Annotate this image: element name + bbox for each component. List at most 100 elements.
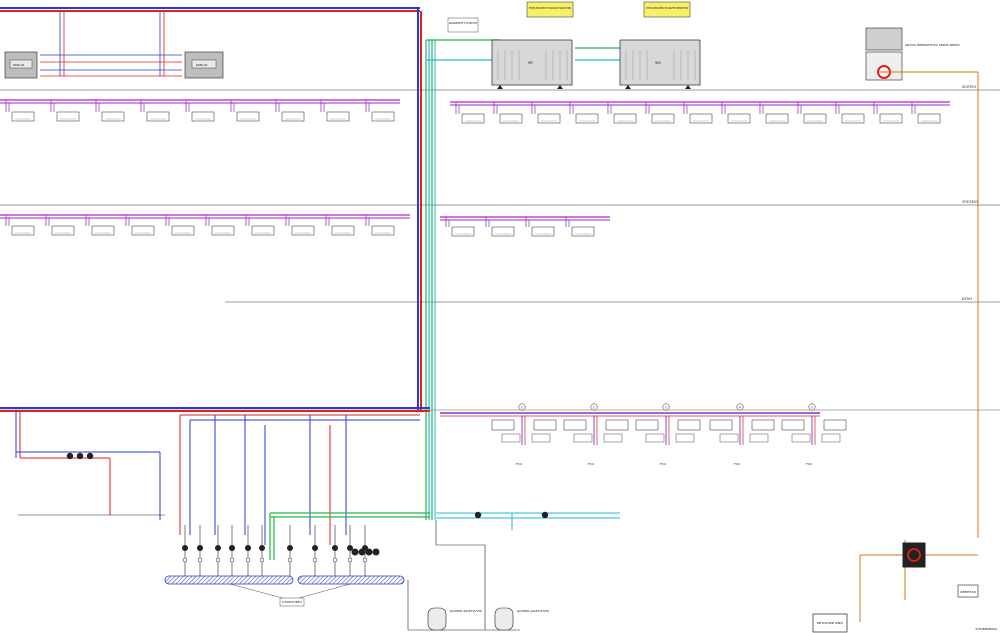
top-header-pipes bbox=[0, 7, 422, 412]
refrigerant-branches-basement bbox=[0, 214, 610, 237]
valve-10 bbox=[362, 557, 368, 563]
bs-left-indoor-unit-3 bbox=[131, 225, 155, 236]
branch-marker-1 bbox=[518, 403, 526, 411]
bs-left-indoor-unit-4 bbox=[171, 225, 195, 236]
chiller-risers bbox=[425, 39, 620, 520]
fcu-box-b-1 bbox=[605, 419, 629, 431]
boiler-label: ΜΠΟΙΛΕΡ ΖΝΧ bbox=[817, 621, 843, 625]
gf-right-indoor-unit-0 bbox=[461, 113, 485, 124]
valve-7 bbox=[312, 557, 318, 563]
ahu-connection-pipes bbox=[40, 12, 182, 77]
gf-right-indoor-unit-1 bbox=[499, 113, 523, 124]
gf-right-indoor-unit-3 bbox=[575, 113, 599, 124]
fcu-box-b-2 bbox=[677, 419, 701, 431]
pump-8 bbox=[332, 545, 338, 551]
chiller-unit-1-code: ΨΥ bbox=[528, 61, 534, 65]
gf-left-indoor-unit-6 bbox=[281, 111, 305, 122]
pump-2 bbox=[215, 545, 221, 551]
pump-7 bbox=[312, 545, 318, 551]
gf-left-indoor-unit-2 bbox=[101, 111, 125, 122]
gf-right-indoor-unit-12 bbox=[917, 113, 941, 124]
branch-marker-1-text: 1 bbox=[521, 406, 523, 410]
branch-marker-3 bbox=[662, 403, 670, 411]
bs-left-indoor-unit-8 bbox=[331, 225, 355, 236]
mech-pump-2 bbox=[86, 452, 94, 460]
heat-pump-label: ΑΝΤΛΙΑ ΘΕΡΜΟΤΗΤΑΣ ΑΕΡΟΣ-ΝΕΡΟΥ bbox=[905, 43, 960, 47]
pump-9 bbox=[347, 545, 353, 551]
fcu-box-b-4 bbox=[823, 419, 847, 431]
pump-6 bbox=[287, 545, 293, 551]
valve-0 bbox=[182, 557, 188, 563]
tank-1-label: ΔΟΧΕΙΟ ΔΙΑΣΤΟΛΗΣ bbox=[450, 609, 482, 613]
chiller-note-1-text: ΨΥΚΤΗΣ ΑΕΡΟΣ-ΝΕΡΟΥ ΜΕ ΠΑΡΑΛΛΗΛΗ ΠΑΡΑΓΩΓΗ… bbox=[529, 6, 571, 10]
cold-pump-0 bbox=[474, 511, 482, 519]
fcu-box-c-1 bbox=[573, 433, 593, 443]
dhw-tank-label: ΛΕΒΗΤΑΣ bbox=[960, 590, 976, 594]
expansion-tanks: ΔΟΧΕΙΟ ΔΙΑΣΤΟΛΗΣ ΔΟΧΕΙΟ ΔΙΑΣΤΟΛΗΣ bbox=[407, 520, 549, 631]
gf-right-indoor-unit-6 bbox=[689, 113, 713, 124]
gf-left-indoor-unit-1 bbox=[56, 111, 80, 122]
chiller-note-1: ΨΥΚΤΗΣ ΑΕΡΟΣ-ΝΕΡΟΥ ΜΕ ΠΑΡΑΛΛΗΛΗ ΠΑΡΑΓΩΓΗ… bbox=[526, 1, 574, 18]
chiller-unit-2-code: ΨΘ bbox=[655, 61, 661, 65]
header-label: ΔΙΑΧΩΡΙΣΤΗΣ ΣΥΛΛΕΚΤΗΣ bbox=[449, 21, 477, 25]
pump-5 bbox=[259, 545, 265, 551]
fcu-box-c-4 bbox=[791, 433, 811, 443]
fcu-box-c-2 bbox=[645, 433, 665, 443]
fcu-box-a-4 bbox=[781, 419, 805, 431]
tank-2-label: ΔΟΧΕΙΟ ΔΙΑΣΤΟΛΗΣ bbox=[517, 609, 549, 613]
branch-marker-2 bbox=[590, 403, 598, 411]
fcu-tag-0: FCU bbox=[516, 462, 522, 466]
pump-0 bbox=[182, 545, 188, 551]
fcu-box-b-3 bbox=[751, 419, 775, 431]
fcu-tag-2: FCU bbox=[660, 462, 666, 466]
collector-label: ΣΥΛΛΕΚΤΗΣ ΝΕΡΟΥ bbox=[282, 600, 302, 604]
gf-left-indoor-unit-3 bbox=[146, 111, 170, 122]
bs-right-indoor-unit-2 bbox=[531, 226, 555, 237]
fcu-box-b-0 bbox=[533, 419, 557, 431]
chiller-pump-0 bbox=[351, 548, 359, 556]
refrigerant-branches-ground-left bbox=[0, 99, 400, 122]
left-unit-2: ΚΚΜ-02 bbox=[184, 51, 224, 79]
valve-6 bbox=[287, 557, 293, 563]
bs-left-indoor-unit-9 bbox=[371, 225, 395, 236]
pump-3 bbox=[229, 545, 235, 551]
chiller-pump-1 bbox=[358, 548, 366, 556]
chiller-unit-1: ΨΥ bbox=[491, 39, 573, 89]
water-collectors: ΣΥΛΛΕΚΤΗΣ ΝΕΡΟΥ bbox=[164, 575, 405, 607]
left-unit-1-label: ΚΚΜ-01 bbox=[13, 63, 25, 67]
branch-marker-2-text: 2 bbox=[593, 406, 595, 410]
gf-left-indoor-unit-0 bbox=[11, 111, 35, 122]
left-unit-1: ΚΚΜ-01 bbox=[4, 51, 38, 79]
bs-right-indoor-unit-3 bbox=[571, 226, 595, 237]
gf-left-indoor-unit-7 bbox=[326, 111, 350, 122]
bs-left-indoor-unit-7 bbox=[291, 225, 315, 236]
bs-left-indoor-unit-0 bbox=[11, 225, 35, 236]
pump-array bbox=[66, 452, 549, 576]
branch-marker-5 bbox=[808, 403, 816, 411]
branch-marker-4 bbox=[736, 403, 744, 411]
floor-label-ground: ΙΣΟΓΕΙΟ bbox=[962, 85, 976, 89]
mech-room-loops bbox=[15, 410, 620, 560]
gf-right-indoor-unit-5 bbox=[651, 113, 675, 124]
valve-5 bbox=[259, 557, 265, 563]
gf-left-indoor-unit-4 bbox=[191, 111, 215, 122]
pump-1 bbox=[197, 545, 203, 551]
bs-right-indoor-unit-0 bbox=[451, 226, 475, 237]
fcu-box-c-0 bbox=[501, 433, 521, 443]
valve-4 bbox=[245, 557, 251, 563]
bs-left-indoor-unit-1 bbox=[51, 225, 75, 236]
gf-right-indoor-unit-10 bbox=[841, 113, 865, 124]
branch-marker-3-text: 3 bbox=[665, 406, 667, 410]
chiller-note-2-text: ΨΥΚΤΗΣ ΑΕΡΟΣ-ΝΕΡΟΥ ΜΕ ΑΝΑΚΤΗΣΗ ΘΕΡΜΟΤΗΤΑ… bbox=[646, 6, 688, 10]
dhw-loop: ΜΠΟΙΛΕΡ ΖΝΧ ΛΕΒΗΤΑΣ ΥΠΟΜΝΗΜΑ bbox=[812, 540, 998, 633]
fcu-tag-1: FCU bbox=[588, 462, 594, 466]
valve-2 bbox=[215, 557, 221, 563]
mech-pump-0 bbox=[66, 452, 74, 460]
valve-8 bbox=[332, 557, 338, 563]
fcu-box-d-0 bbox=[531, 433, 551, 443]
fcu-box-c-3 bbox=[719, 433, 739, 443]
fcu-box-a-1 bbox=[563, 419, 587, 431]
roof-header: ΔΙΑΧΩΡΙΣΤΗΣ ΣΥΛΛΕΚΤΗΣ bbox=[447, 17, 479, 33]
